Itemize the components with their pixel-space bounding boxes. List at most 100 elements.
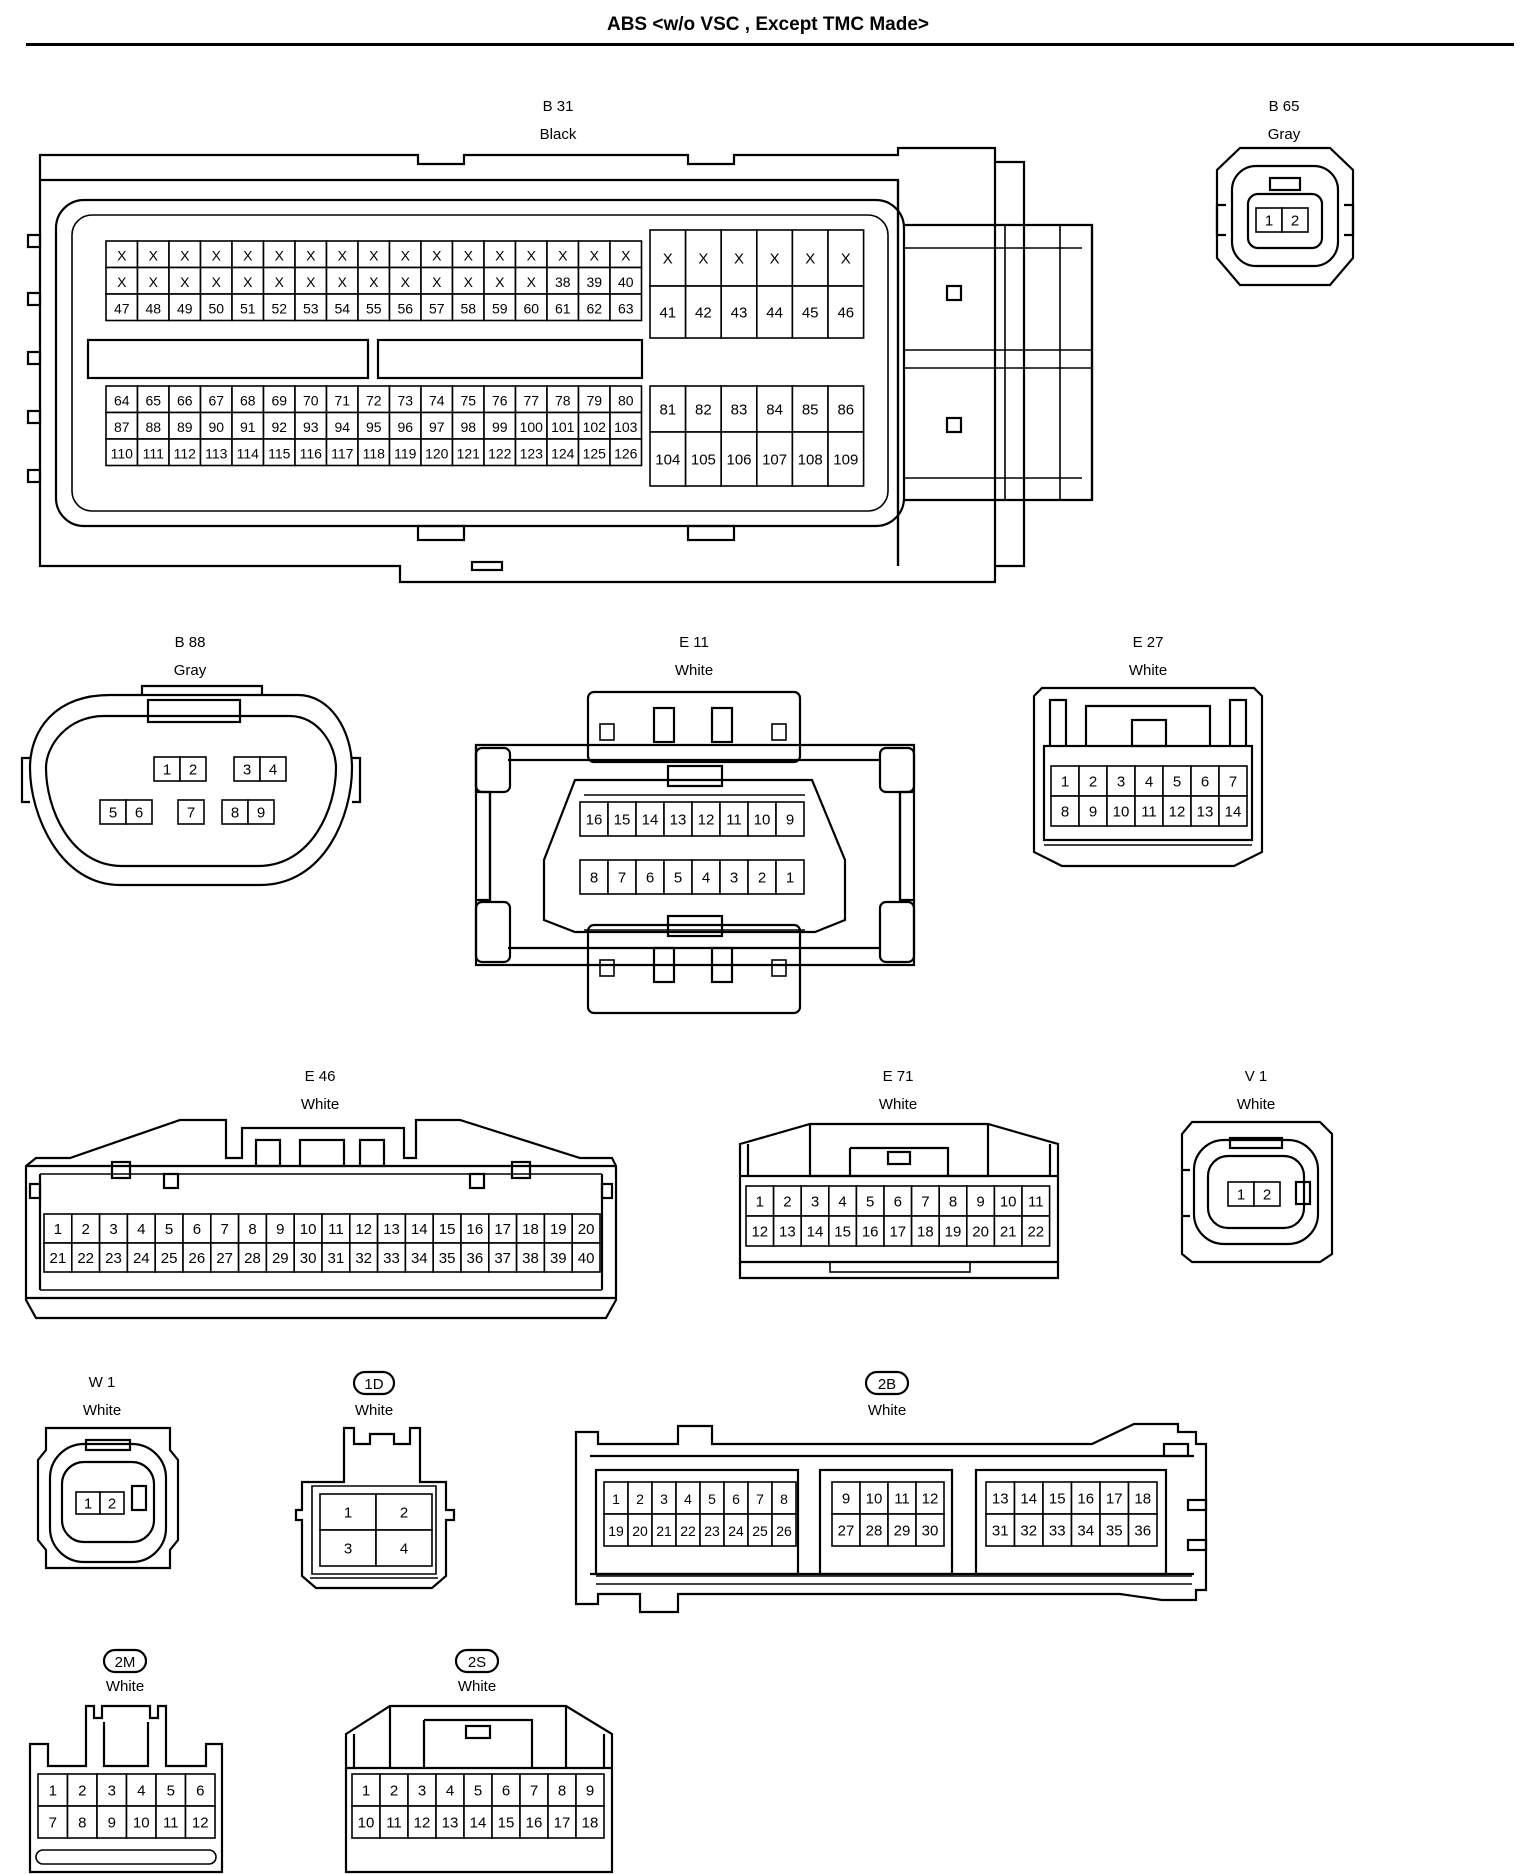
b31-pin-52: 52 [271,300,287,316]
e71-pin-18-cell [910,1215,940,1247]
b31-pin-118-cell [357,438,391,467]
b31-pin-X: X [464,247,474,263]
2b-pin-1: 1 [612,1491,620,1507]
e71-pin-4: 4 [838,1194,846,1211]
e11-pin-14: 14 [642,812,659,829]
b31-pin-X: X [527,274,537,290]
b31-pin-60-cell [514,293,548,322]
2b-pin-4: 4 [684,1491,692,1507]
2b-pin-25: 25 [752,1523,768,1539]
b31-pin-114: 114 [237,445,260,461]
2s-pin-11-cell [379,1805,409,1839]
b31-pin-X: X [117,247,127,263]
b31-pin-92: 92 [271,419,287,435]
2b-pin-26: 26 [776,1523,792,1539]
b31-pin-X-cell [451,240,485,269]
e46-pin-33: 33 [383,1250,400,1267]
e46-pin-7-cell [210,1213,240,1244]
e11-pin-15: 15 [614,812,631,829]
2s-pin-16: 16 [526,1815,543,1832]
e27-pin-11: 11 [1141,804,1157,821]
e46-pin-1: 1 [54,1221,62,1238]
e27-pin-3-cell [1106,765,1136,797]
b31-pin-43: 43 [731,305,748,322]
b31-pin-109: 109 [833,452,858,469]
b88-pin-2-cell [179,756,207,782]
connector-e46-color: White [301,1096,339,1113]
2b-pin-28-cell [859,1513,889,1547]
e71-pin-3-cell [800,1185,830,1217]
b88-pin-4-cell [259,756,287,782]
e27-pin-13-cell [1190,795,1220,827]
connector-1d-color: White [355,1402,393,1419]
b65-pin-2: 2 [1291,213,1299,230]
e46-pin-3: 3 [109,1221,117,1238]
e71-pin-15-cell [827,1215,858,1247]
e46-pin-9: 9 [276,1221,284,1238]
1d-pin-2: 2 [400,1505,408,1522]
b31-pin-63-cell [609,293,643,322]
e11-pin-11-cell [719,801,749,837]
b31-pin-124: 124 [551,445,575,461]
2s-pin-1: 1 [362,1783,370,1800]
b31-pin-42: 42 [695,305,712,322]
b31-pin-90: 90 [208,419,224,435]
connector-b31-color: Black [540,126,577,143]
1d-pin-3-cell [319,1529,377,1567]
b31-pin-38: 38 [555,274,571,290]
b31-pin-66-cell [168,385,202,414]
e27-pin-9: 9 [1089,804,1097,821]
b31-pin-82: 82 [695,402,712,419]
connector-v1-code: V 1 [1245,1068,1268,1085]
b31-pin-41: 41 [659,305,676,322]
b31-pin-X: X [698,251,708,268]
e11-pin-10: 10 [754,812,771,829]
e46-pin-37: 37 [494,1250,511,1267]
b88-pin-1: 1 [163,762,171,779]
b31-pin-X-cell [136,266,170,295]
2b-pin-6-cell [723,1481,749,1515]
e27-pin-14-cell [1218,795,1248,827]
e46-pin-28: 28 [244,1250,261,1267]
b31-pin-64: 64 [114,392,130,408]
b31-pin-76-cell [483,385,517,414]
2m-pin-7: 7 [49,1815,57,1832]
e46-pin-8: 8 [248,1221,256,1238]
connector-b65-code: B 65 [1269,98,1300,115]
w1-pin-2-cell [99,1491,125,1515]
1d-pin-2-cell [375,1493,433,1531]
2m-pin-8: 8 [78,1815,86,1832]
e71-pin-2: 2 [783,1194,791,1211]
e27-pin-12-cell [1162,795,1192,827]
e46-pin-17-cell [487,1213,518,1244]
e27-pin-3: 3 [1117,774,1125,791]
b31-pin-120: 120 [425,445,449,461]
e71-pin-19: 19 [945,1224,962,1241]
2m-pin-12-cell [184,1805,216,1839]
b31-pin-83-cell [720,385,758,433]
2m-pin-6: 6 [196,1783,204,1800]
b31-pin-125-cell [577,438,611,467]
2b-pin-18-cell [1127,1481,1158,1515]
b31-pin-49-cell [168,293,202,322]
b31-pin-94: 94 [334,419,350,435]
e71-pin-1: 1 [756,1194,764,1211]
2m-pin-5: 5 [167,1783,175,1800]
b31-pin-65: 65 [145,392,161,408]
2s-pin-12: 12 [414,1815,431,1832]
2s-pin-14-cell [463,1805,493,1839]
e46-pin-8-cell [237,1213,268,1244]
e71-pin-8: 8 [949,1194,957,1211]
2s-pin-9: 9 [586,1783,594,1800]
e71-pin-14-cell [800,1215,830,1247]
b31-pin-105-cell [684,431,722,487]
e46-pin-12: 12 [355,1221,372,1238]
2b-pin-5: 5 [708,1491,716,1507]
b31-pin-121-cell [451,438,485,467]
connector-b65-color: Gray [1268,126,1301,143]
b31-pin-X: X [180,274,190,290]
